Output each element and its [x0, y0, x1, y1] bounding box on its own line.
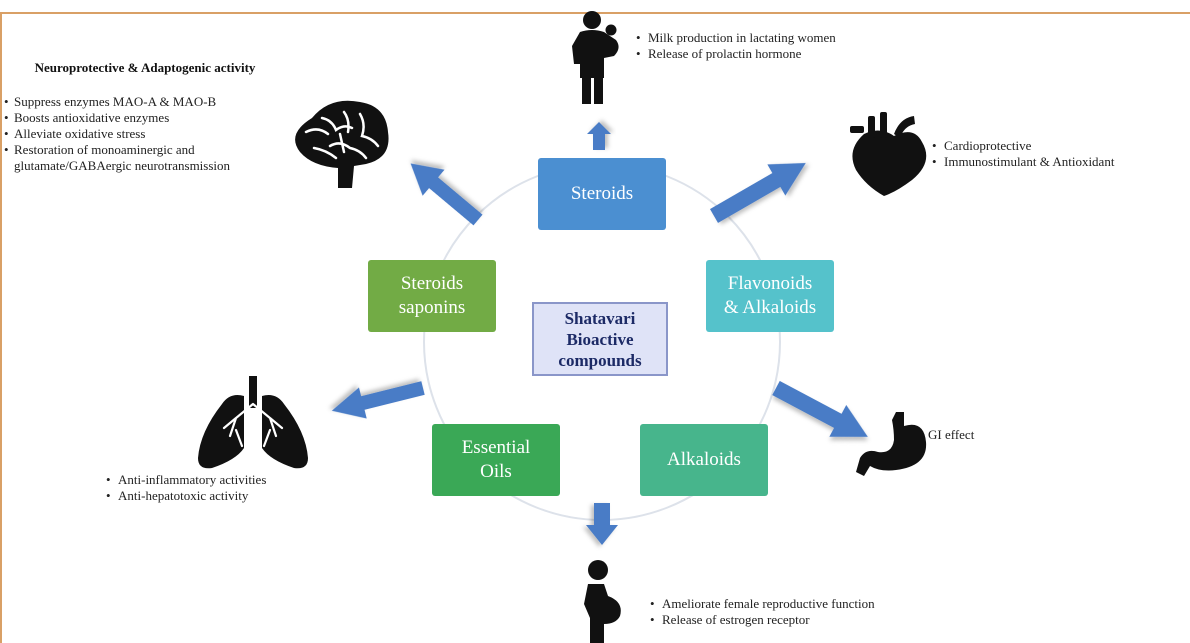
cardio-point: Immunostimulant & Antioxidant	[928, 154, 1190, 170]
compound-box-steroids-saponins: Steroids saponins	[368, 260, 496, 332]
arrow-to-reproductive	[586, 503, 618, 545]
arrow-to-lactation	[587, 122, 611, 150]
cardio-point: Cardioprotective	[928, 138, 1190, 154]
neuro-point: Suppress enzymes MAO-A & MAO-B	[4, 94, 298, 110]
lactation-points-list: Milk production in lactating women Relea…	[632, 30, 952, 62]
heart-icon	[850, 112, 927, 196]
neuro-points-list: Suppress enzymes MAO-A & MAO-B Boosts an…	[4, 94, 298, 174]
lactation-point: Milk production in lactating women	[632, 30, 952, 46]
neuro-point: Boosts antioxidative enzymes	[4, 110, 298, 126]
mother-child-icon	[572, 11, 619, 104]
brain-icon	[295, 100, 389, 188]
frame-left-border	[0, 12, 2, 643]
lungs-icon	[198, 376, 308, 469]
cardio-points-list: Cardioprotective Immunostimulant & Antio…	[928, 138, 1190, 170]
reproductive-points-list: Ameliorate female reproductive function …	[646, 596, 986, 628]
neuro-point: Alleviate oxidative stress	[4, 126, 298, 142]
arrow-to-heart	[710, 163, 806, 223]
arrow-to-brain	[410, 163, 483, 226]
neuro-heading: Neuroprotective & Adaptogenic activity	[34, 60, 256, 75]
lactation-point: Release of prolactin hormone	[632, 46, 952, 62]
compound-box-essential-oils: Essential Oils	[432, 424, 560, 496]
neuro-point: Restoration of monoaminergic and glutama…	[4, 142, 298, 174]
stomach-icon	[856, 412, 927, 476]
respiratory-point: Anti-inflammatory activities	[102, 472, 362, 488]
pregnant-woman-icon	[584, 560, 621, 643]
center-box-shatavari: Shatavari Bioactive compounds	[532, 302, 668, 376]
compound-box-flavonoids-alkaloids: Flavonoids & Alkaloids	[706, 260, 834, 332]
arrow-to-stomach	[772, 380, 868, 437]
gi-effect-label: GI effect	[928, 427, 975, 442]
respiratory-points-list: Anti-inflammatory activities Anti-hepato…	[102, 472, 362, 504]
respiratory-point: Anti-hepatotoxic activity	[102, 488, 362, 504]
reproductive-point: Release of estrogen receptor	[646, 612, 986, 628]
reproductive-point: Ameliorate female reproductive function	[646, 596, 986, 612]
arrow-to-lungs	[331, 381, 425, 419]
compound-box-alkaloids: Alkaloids	[640, 424, 768, 496]
compound-box-steroids: Steroids	[538, 158, 666, 230]
